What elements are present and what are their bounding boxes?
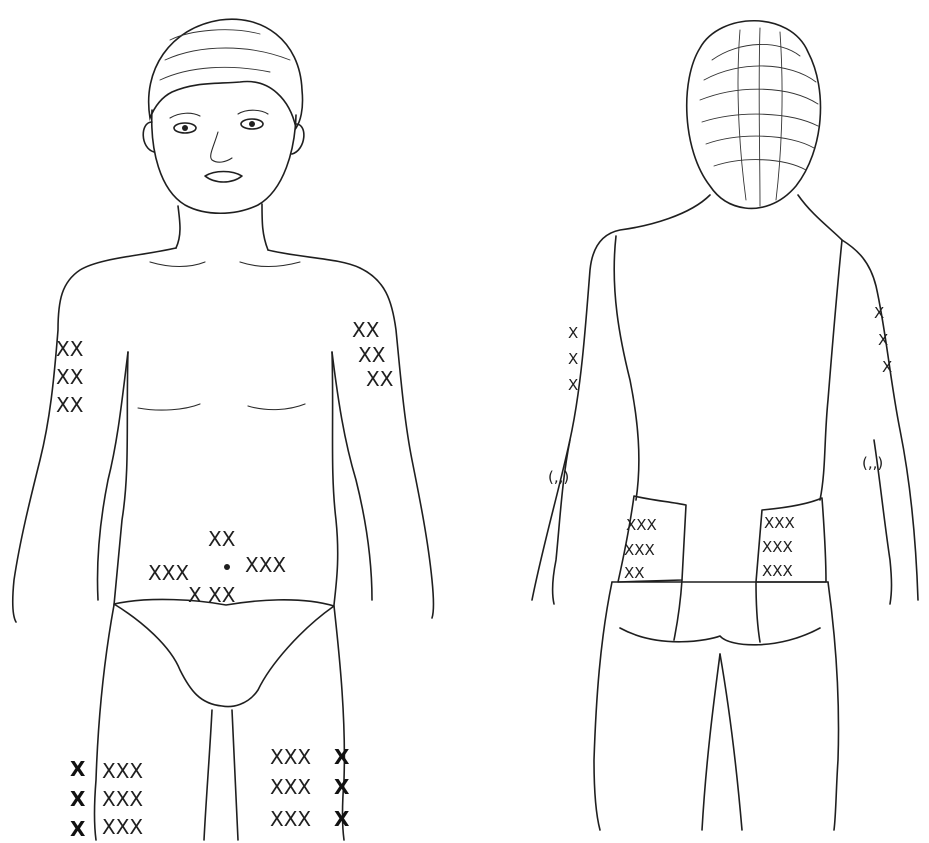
back-left-forearm-note: (,,) [548, 468, 569, 486]
front-hair [149, 19, 303, 128]
front-right-thigh-mark: XXX [102, 787, 143, 811]
back-right-hip-mark: XXX [762, 562, 793, 580]
back-right-hip-mark: XXX [762, 538, 793, 556]
front-left-thigh-mark: XXX [270, 775, 311, 799]
back-left-arm-mark: X [568, 324, 578, 342]
back-right-arm-mark: X [874, 304, 884, 322]
front-left-thigh-outer-mark: X [334, 807, 350, 831]
front-right-thigh-outer-mark: X [70, 757, 86, 781]
back-left-arm-mark: X [568, 350, 578, 368]
front-right-thigh-mark: XXX [102, 759, 143, 783]
back-marks: X X X X X X (,,) (,,) XXX XXX XX XXX XXX… [548, 304, 892, 582]
back-body-figure [532, 21, 918, 830]
front-marks: XX XX XX XX XX XX XX XXX XXX X XX X X X … [56, 318, 394, 841]
abdomen-left-mark: XXX [148, 561, 189, 585]
back-left-hip-mark: XXX [624, 541, 655, 559]
front-left-thigh-outer-mark: X [334, 775, 350, 799]
front-right-upper-arm-mark: XX [56, 393, 84, 417]
abdomen-top-mark: XX [208, 527, 236, 551]
abdomen-bottom-mark: X XX [188, 583, 236, 607]
mouth [205, 172, 242, 183]
front-right-upper-arm-mark: XX [56, 365, 84, 389]
abdomen-right-mark: XXX [245, 553, 286, 577]
front-body-figure [13, 19, 434, 840]
front-left-thigh-mark: XXX [270, 807, 311, 831]
back-right-arm-mark: X [882, 358, 892, 376]
nose [211, 132, 232, 162]
front-left-upper-arm-mark: XX [366, 367, 394, 391]
back-right-arm-mark: X [878, 331, 888, 349]
front-right-thigh-outer-mark: X [70, 817, 86, 841]
front-left-upper-arm-mark: XX [352, 318, 380, 342]
front-left-thigh-outer-mark: X [334, 745, 350, 769]
back-right-forearm-note: (,,) [862, 454, 883, 472]
back-hair [687, 21, 821, 209]
front-left-upper-arm-mark: XX [358, 343, 386, 367]
front-right-thigh-outer-mark: X [70, 787, 86, 811]
front-briefs [114, 599, 334, 706]
back-right-hip-mark: XXX [764, 514, 795, 532]
front-left-thigh-mark: XXX [270, 745, 311, 769]
navel [224, 564, 230, 570]
back-left-hip-mark: XX [624, 564, 645, 582]
front-right-upper-arm-mark: XX [56, 337, 84, 361]
front-right-thigh-mark: XXX [102, 815, 143, 839]
back-left-arm-mark: X [568, 376, 578, 394]
back-left-hip-mark: XXX [626, 516, 657, 534]
